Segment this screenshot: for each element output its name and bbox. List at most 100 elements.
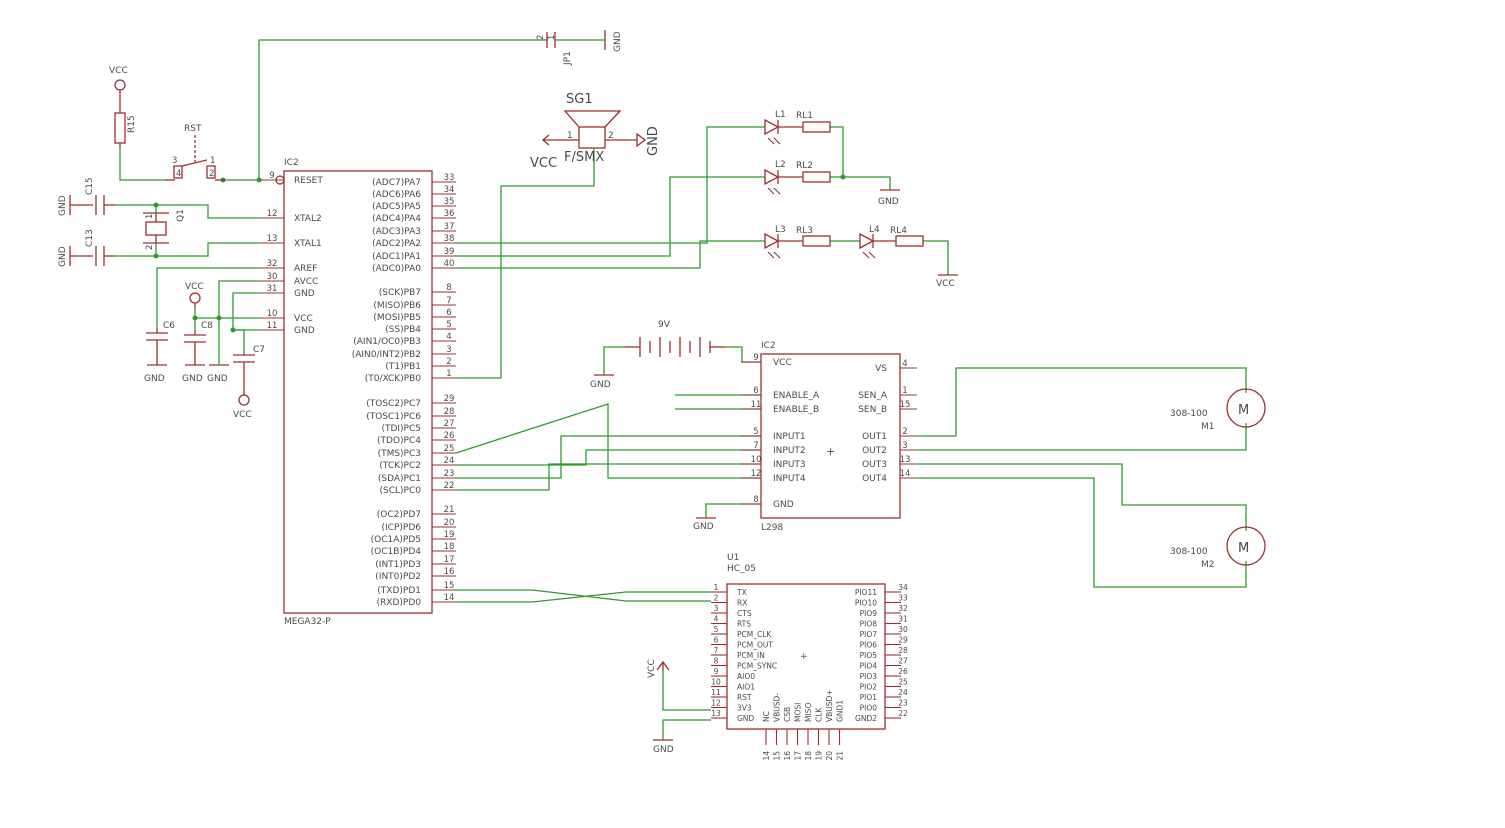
pin-number: 16 (783, 751, 792, 761)
pin-number: 10 (751, 455, 762, 465)
pin-name: CTS (737, 609, 752, 618)
svg-text:M1: M1 (1201, 422, 1215, 432)
pin-number: 3 (446, 345, 451, 355)
svg-text:C8: C8 (201, 321, 213, 331)
pin-name: (SCL)PC0 (380, 486, 422, 496)
pin-number: 37 (444, 222, 455, 232)
pin-name: PCM_IN (737, 651, 765, 660)
led-strings: L1 RL1 L2 RL2 L3 RL3 L4 RL4 (764, 110, 924, 259)
pin-name: SEN_B (858, 405, 887, 415)
pin-number: 40 (444, 259, 455, 269)
pin-number: 23 (898, 699, 908, 708)
vcc-label: VCC (109, 66, 128, 76)
vcc-label: VCC (185, 282, 204, 292)
gnd-label: GND (653, 745, 674, 755)
pin-number: 25 (444, 444, 455, 454)
pin-number: 7 (753, 441, 758, 451)
pin-number: 24 (444, 456, 455, 466)
vcc-label: VCC (530, 156, 557, 171)
pin-number: 18 (804, 751, 813, 761)
svg-text:1: 1 (547, 35, 557, 40)
pin-name: (RXD)PD0 (377, 598, 422, 608)
gnd-label: GND (646, 126, 661, 156)
pin-name: AIO1 (737, 683, 755, 692)
pin-name: (AIN1/OC0)PB3 (353, 337, 421, 347)
svg-text:3: 3 (172, 156, 177, 166)
pin-number: 31 (267, 284, 278, 294)
pin-number: 34 (898, 583, 908, 592)
gnd-label: GND (207, 374, 228, 384)
pin-name: PIO10 (855, 599, 877, 608)
gnd-label: GND (878, 197, 899, 207)
svg-text:M2: M2 (1201, 560, 1215, 570)
pin-name: (TMS)PC3 (378, 449, 421, 459)
svg-text:4: 4 (176, 169, 181, 179)
pin-number: 16 (444, 567, 455, 577)
pin-number: 14 (444, 593, 455, 603)
gnd-label: GND (144, 374, 165, 384)
pin-number: 3 (902, 441, 907, 451)
pin-number: 29 (898, 636, 908, 645)
pin-name: OUT2 (862, 446, 887, 456)
pin-number: 1 (714, 583, 719, 592)
pin-name: GND2 (855, 714, 877, 723)
svg-text:MEGA32-P: MEGA32-P (284, 617, 331, 627)
pin-name: (TDO)PC4 (377, 436, 421, 446)
gnd-label: GND (58, 246, 68, 267)
c15-capacitor: C15 (85, 177, 115, 215)
svg-text:1: 1 (567, 131, 573, 141)
pin-name: (INT0)PD2 (375, 572, 421, 582)
pin-name: (OC1B)PD4 (371, 547, 422, 557)
pin-number: 28 (444, 407, 455, 417)
pin-number: 32 (267, 259, 278, 269)
pin-name: NC (762, 711, 771, 722)
pin-name: (ADC5)PA5 (372, 202, 421, 212)
pin-name: (ADC2)PA2 (372, 239, 421, 249)
pin-number: 11 (711, 688, 721, 697)
pin-number: 2 (714, 594, 719, 603)
pin-number: 8 (446, 283, 451, 293)
pin-name: PCM_OUT (737, 641, 773, 650)
pin-number: 13 (711, 709, 721, 718)
pin-name: (ADC4)PA4 (372, 214, 421, 224)
svg-text:SG1: SG1 (566, 92, 593, 107)
pin-number: 35 (444, 197, 455, 207)
svg-text:L2: L2 (775, 160, 786, 170)
wires (115, 39, 1247, 740)
gnd-label: GND (182, 374, 203, 384)
pin-number: 12 (267, 209, 278, 219)
svg-text:RL2: RL2 (796, 161, 813, 171)
pin-name: TX (736, 588, 747, 597)
pin-name: RX (737, 599, 747, 608)
pin-number: 8 (753, 495, 758, 505)
pin-number: 11 (751, 400, 762, 410)
svg-text:+: + (800, 652, 808, 662)
pin-name: INPUT3 (773, 460, 806, 470)
pin-name: GND (773, 500, 794, 510)
pin-name: PIO9 (860, 609, 878, 618)
pin-name: AIO0 (737, 672, 755, 681)
q1-crystal: Q1 1 2 (143, 209, 186, 250)
c7-capacitor: C7 (233, 345, 265, 395)
pin-number: 22 (898, 709, 908, 718)
svg-text:RL1: RL1 (796, 111, 813, 121)
pin-name: PIO1 (860, 693, 878, 702)
pin-name: INPUT2 (773, 446, 806, 456)
pin-name: PIO11 (855, 588, 877, 597)
reset-switch: RST 3 1 4 2 (165, 124, 225, 181)
pin-number: 12 (751, 469, 762, 479)
pin-number: 14 (900, 469, 911, 479)
pin-name: PIO5 (860, 651, 878, 660)
pin-name: XTAL2 (294, 214, 322, 224)
pin-name: CLK (815, 707, 824, 722)
pin-number: 21 (444, 505, 455, 515)
pin-number: 31 (898, 615, 908, 624)
svg-text:M: M (1238, 541, 1249, 556)
pin-number: 6 (446, 308, 451, 318)
pin-number: 36 (444, 209, 455, 219)
svg-text:2: 2 (608, 131, 614, 141)
pin-number: 26 (898, 667, 908, 676)
power-symbols: VCC VCC VCC VCC VCC VCC GND GND GND GND … (58, 30, 958, 755)
vcc-label: VCC (647, 659, 657, 678)
